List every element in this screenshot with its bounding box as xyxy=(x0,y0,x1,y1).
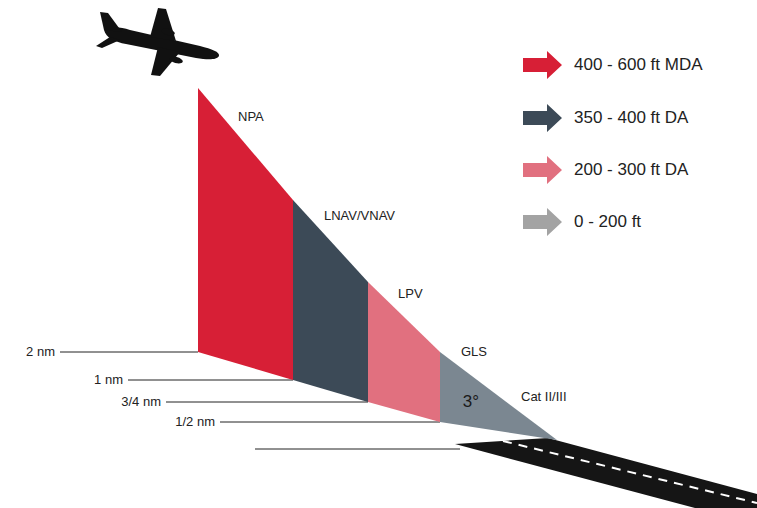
approach-label: GLS xyxy=(461,345,487,360)
legend-text: 350 - 400 ft DA xyxy=(574,108,688,128)
legend-arrow xyxy=(523,51,563,79)
legend-text: 400 - 600 ft MDA xyxy=(574,55,703,75)
distance-label: 1 nm xyxy=(94,373,123,388)
distance-label: 3/4 nm xyxy=(121,395,161,410)
band-shape xyxy=(198,88,293,380)
approach-label: LNAV/VNAV xyxy=(324,209,395,224)
legend-arrow xyxy=(523,104,563,132)
approach-label: LPV xyxy=(398,287,423,302)
distance-label: 2 nm xyxy=(26,345,55,360)
legend-arrow xyxy=(523,208,563,236)
legend-text: 0 - 200 ft xyxy=(574,212,641,232)
approach-label: Cat II/III xyxy=(521,390,567,405)
approach-label: NPA xyxy=(238,110,264,125)
runway xyxy=(455,438,757,508)
approach-band: NPA xyxy=(198,88,293,380)
band-shape xyxy=(293,200,368,402)
distance-label: 1/2 nm xyxy=(175,415,215,430)
legend-text: 200 - 300 ft DA xyxy=(574,160,688,180)
band-shape xyxy=(368,282,440,422)
legend-arrow xyxy=(523,156,563,184)
angle-label: 3° xyxy=(463,392,479,412)
airplane-icon xyxy=(96,8,219,76)
approach-band: GLS3°Cat II/III xyxy=(440,352,557,440)
approach-band: LPV xyxy=(368,282,440,422)
approach-band: LNAV/VNAV xyxy=(293,200,368,402)
